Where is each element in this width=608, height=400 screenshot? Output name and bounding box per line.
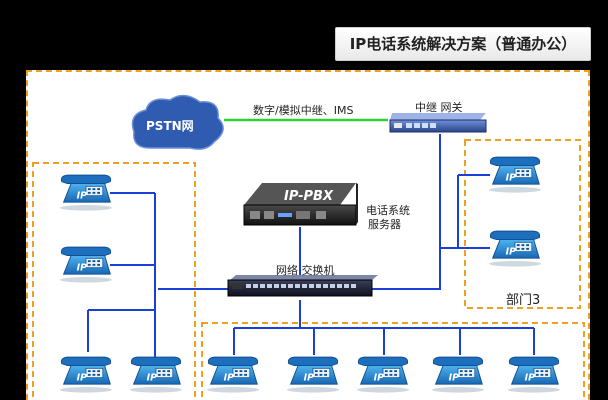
ip-phone-icon [59,174,113,212]
ip-pbx-server-icon [243,183,358,226]
network-switch-icon [227,275,378,297]
dept2-box [201,322,585,400]
gateway-label: 中继 网关 [415,101,463,114]
dept3-label: 部门3 [506,293,541,308]
ip-phone-icon [206,356,260,394]
dept1-box [32,162,196,400]
ip-phone-icon [356,356,410,394]
ip-phone-icon [129,356,183,394]
diagram-title: IP电话系统解决方案（普通办公） [335,27,591,61]
pstn-cloud-label: PSTN网 [146,119,194,133]
pbx-caption-line2: 服务器 [368,218,401,231]
ip-phone-icon [431,356,485,394]
switch-label: 网络 交换机 [276,264,335,277]
ip-phone-icon [286,356,340,394]
ip-phone-icon [59,356,113,394]
pbx-label: IP-PBX [284,189,333,204]
dept3-box [464,139,581,309]
ip-phone-icon [507,356,561,394]
ip-phone-icon [488,156,542,194]
trunk-gateway-icon [389,113,487,133]
ip-phone-icon [488,230,542,268]
trunk-link-label: 数字/模拟中继、IMS [253,104,354,117]
pstn-cloud-icon [131,94,224,150]
pbx-caption-line1: 电话系统 [366,204,410,217]
network-lines [87,134,535,365]
ip-phone-icon [59,246,113,284]
